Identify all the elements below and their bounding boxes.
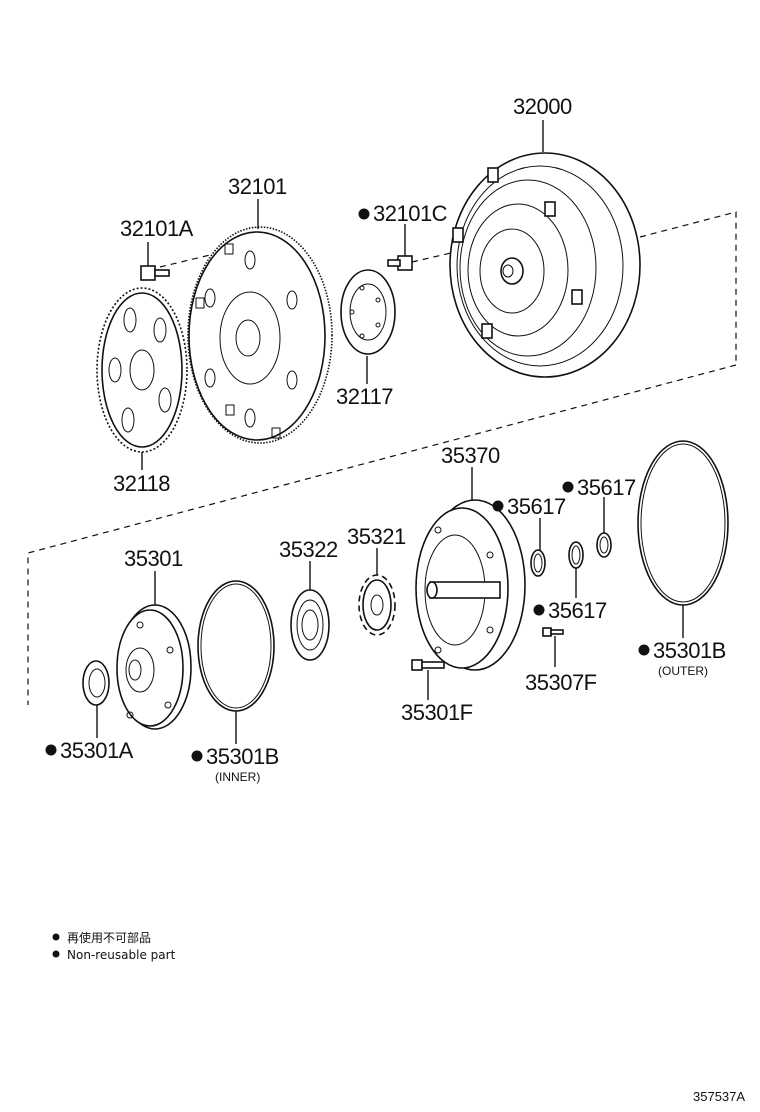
seal-ring-2 [568, 541, 584, 569]
label-35301f: 35301F [401, 700, 473, 725]
bolt-32101a [140, 265, 170, 281]
legend-bullet-en [52, 950, 60, 958]
bullet-35617-c [533, 604, 545, 616]
label-32101c: 32101C [373, 201, 448, 226]
o-ring-inner [197, 580, 275, 712]
bullet-35617-b [562, 481, 574, 493]
stator-support [116, 604, 192, 730]
leader-lines [96, 120, 684, 744]
legend-bullet-jp [52, 933, 60, 941]
bolt-32101c [387, 255, 413, 271]
oil-pump-body [415, 499, 526, 671]
label-35617-c: 35617 [548, 598, 607, 623]
oil-seal [82, 660, 110, 706]
label-35301b-outer-sub: (OUTER) [658, 664, 708, 678]
non-reusable-markers [45, 208, 650, 958]
label-35301a: 35301A [60, 738, 134, 763]
part-labels: 32000 32101 32101A 32101C 32117 32118 35… [60, 94, 726, 784]
bullet-35301b-outer [638, 644, 650, 656]
label-32101a: 32101A [120, 216, 194, 241]
drive-plate [187, 226, 333, 444]
label-35617-b: 35617 [577, 475, 636, 500]
label-32117: 32117 [336, 384, 393, 409]
bolt-35301f [411, 659, 445, 671]
label-35301: 35301 [124, 546, 183, 571]
o-ring-outer [637, 440, 729, 606]
spacer-plate [340, 269, 396, 355]
diagram-id: 357537A [693, 1089, 745, 1104]
label-35307f: 35307F [525, 670, 597, 695]
label-35301b-outer: 35301B [653, 638, 726, 663]
label-32118: 32118 [113, 471, 170, 496]
bolt-35307f [542, 627, 564, 637]
legend-text-jp: 再使用不可部品 [67, 930, 151, 945]
bullet-35301a [45, 744, 57, 756]
seal-ring-3 [596, 532, 612, 558]
bullet-32101c [358, 208, 370, 220]
label-35370: 35370 [441, 443, 500, 468]
bullet-35617-a [492, 500, 504, 512]
driven-gear [290, 589, 330, 661]
legend: 再使用不可部品 Non-reusable part [67, 930, 176, 962]
label-35617-a: 35617 [507, 494, 566, 519]
signal-rotor [96, 287, 188, 453]
label-35322: 35322 [279, 537, 338, 562]
label-32101: 32101 [228, 174, 287, 199]
bullet-35301b-inner [191, 750, 203, 762]
drive-gear [358, 574, 396, 636]
torque-converter [449, 152, 641, 378]
label-32000: 32000 [513, 94, 572, 119]
label-35301b-inner: 35301B [206, 744, 279, 769]
assembly-boundary [27, 211, 737, 705]
label-35321: 35321 [347, 524, 406, 549]
legend-text-en: Non-reusable part [67, 948, 176, 962]
label-35301b-inner-sub: (INNER) [215, 770, 260, 784]
seal-ring-1 [530, 549, 546, 577]
